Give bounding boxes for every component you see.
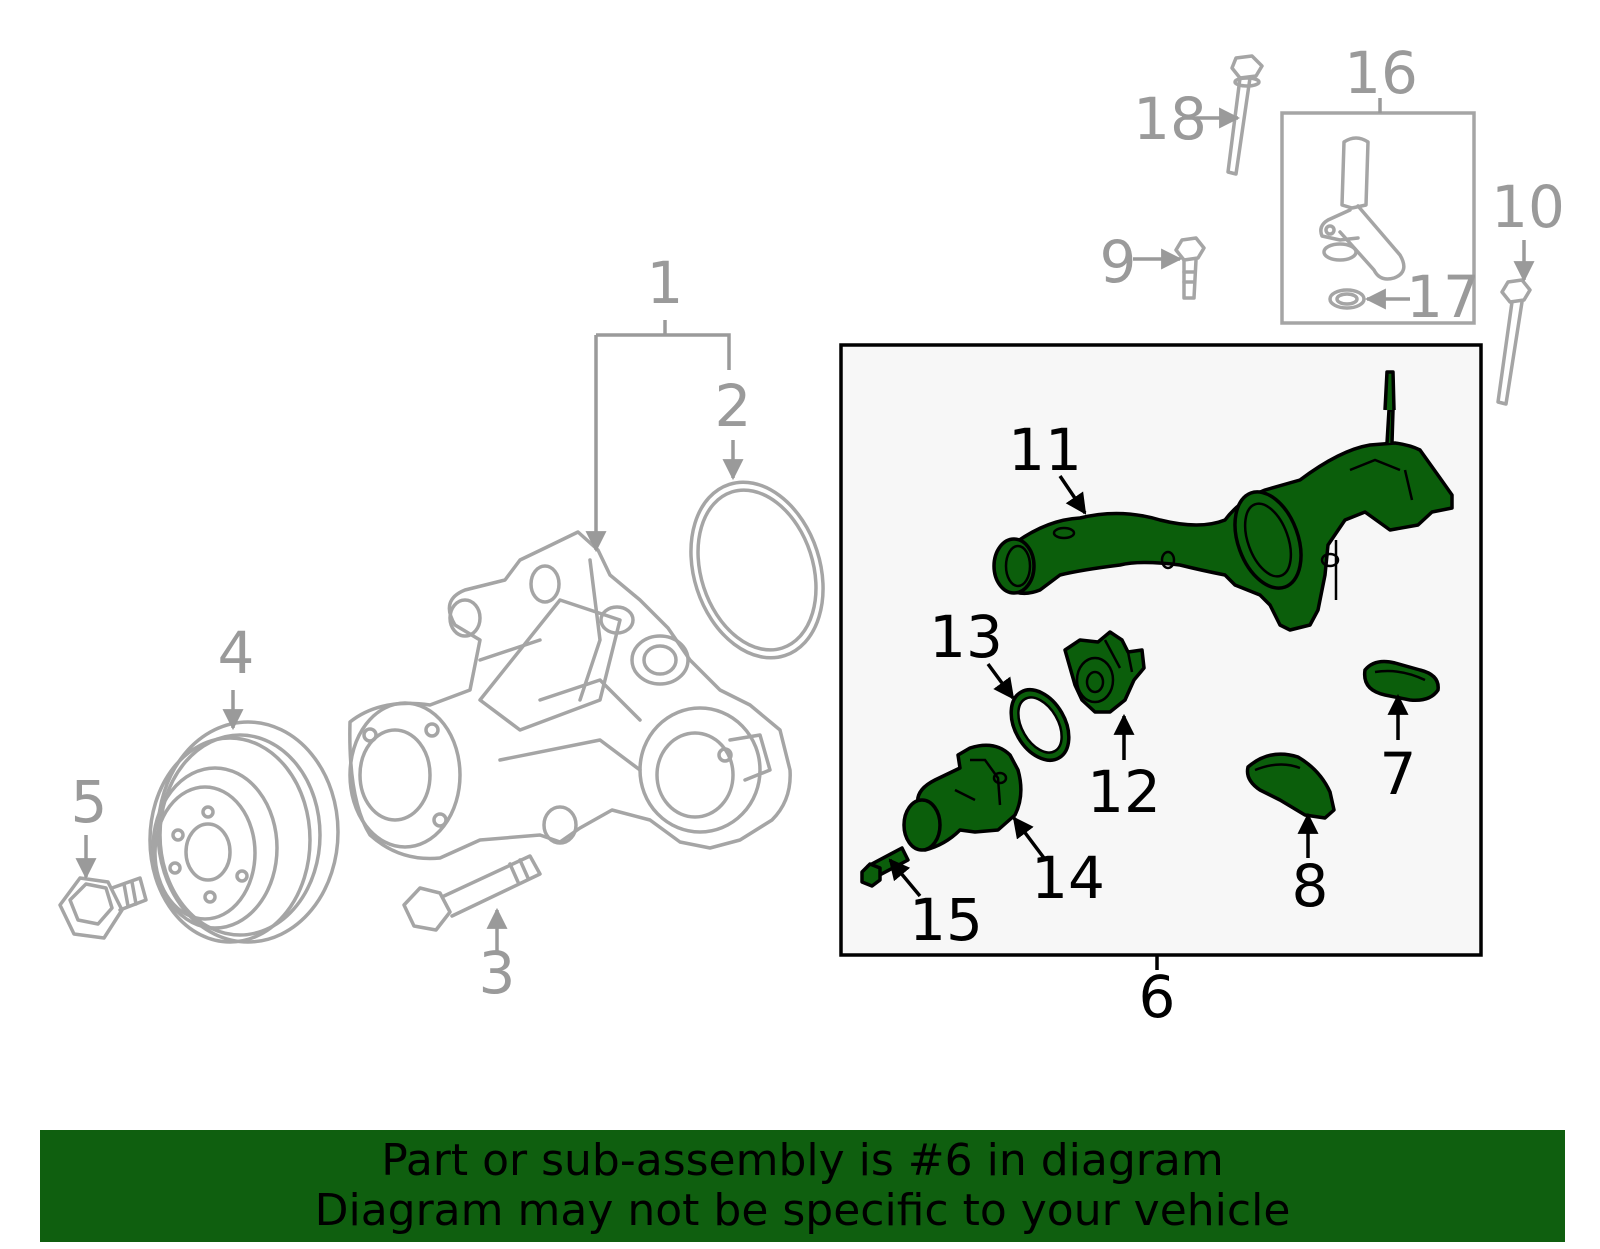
water-pump-part xyxy=(348,530,792,861)
callout-8: 8 xyxy=(1292,852,1329,920)
pump-bolt-part xyxy=(402,854,542,932)
callout-14: 14 xyxy=(1031,844,1105,912)
info-banner: Part or sub-assembly is #6 in diagram Di… xyxy=(40,1130,1565,1242)
banner-line-1: Part or sub-assembly is #6 in diagram xyxy=(381,1135,1224,1186)
callout-2: 2 xyxy=(715,372,752,440)
callout-7: 7 xyxy=(1380,740,1417,808)
part-17-oring xyxy=(1328,288,1366,310)
pump-gasket-part xyxy=(689,480,825,660)
bolt-10-part xyxy=(1496,278,1532,406)
callout-10: 10 xyxy=(1491,173,1565,241)
callout-6: 6 xyxy=(1139,963,1176,1031)
callout-11: 11 xyxy=(1008,416,1082,484)
callout-15: 15 xyxy=(909,886,983,954)
callout-17: 17 xyxy=(1406,263,1480,331)
callout-4: 4 xyxy=(218,619,255,687)
pulley-bolt-part xyxy=(58,876,148,940)
callout-12: 12 xyxy=(1087,758,1161,826)
thermostat-housing-part xyxy=(992,370,1454,632)
callout-1: 1 xyxy=(647,249,684,317)
bolt-18-part xyxy=(1226,54,1264,176)
pulley-part xyxy=(148,720,340,944)
callout-5: 5 xyxy=(71,768,108,836)
seal-7-part xyxy=(1362,659,1440,703)
bolt-9-part xyxy=(1174,236,1206,300)
callout-18: 18 xyxy=(1133,85,1207,153)
seal-8-part xyxy=(1245,752,1336,820)
callout-13: 13 xyxy=(929,603,1003,671)
oring-13-part xyxy=(1009,688,1071,762)
water-outlet-14-part xyxy=(902,743,1023,852)
part-16-box xyxy=(1280,111,1476,325)
thermostat-12-part xyxy=(1063,630,1146,714)
callout-3: 3 xyxy=(479,939,516,1007)
callout-16: 16 xyxy=(1344,39,1418,107)
callout-9: 9 xyxy=(1100,228,1137,296)
banner-line-2: Diagram may not be specific to your vehi… xyxy=(314,1185,1291,1236)
